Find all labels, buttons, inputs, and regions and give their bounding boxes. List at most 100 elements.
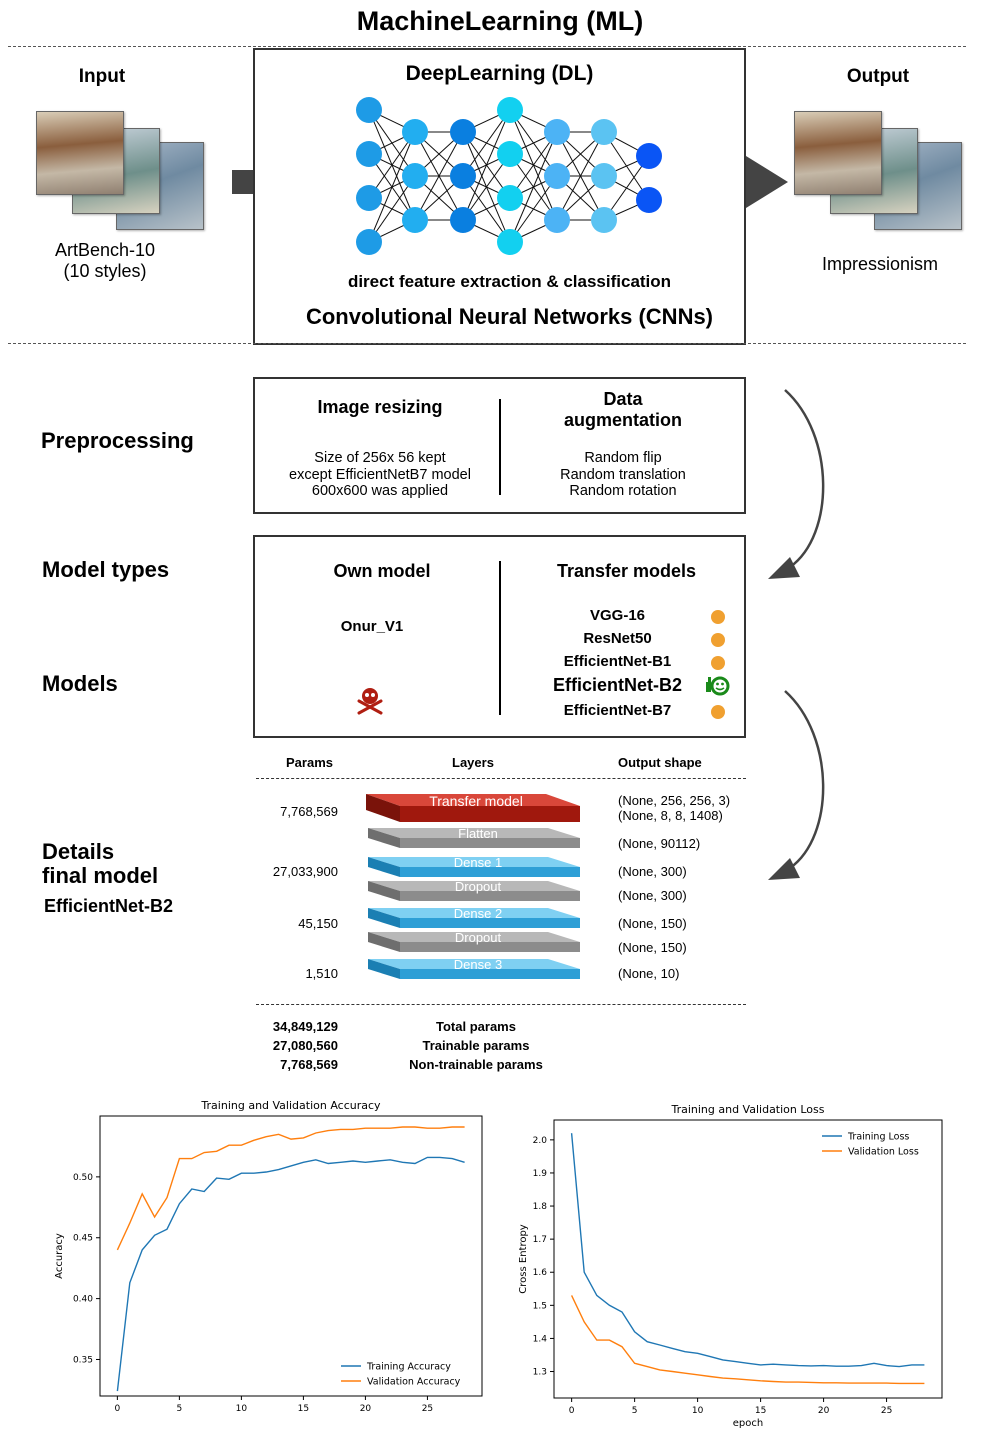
augmentation-text: Random flip Random translation Random ro… (505, 450, 741, 500)
x-axis-label: epoch (733, 1418, 763, 1429)
details-model-name: EfficientNet-B2 (44, 896, 174, 916)
nn-connection (603, 155, 650, 221)
y-axis-label: Accuracy (54, 1233, 65, 1279)
table-divider (256, 1004, 746, 1005)
layer-slab-dense1 (368, 857, 580, 877)
layer-slab-flatten (368, 828, 580, 848)
own-model-title: Own model (333, 561, 431, 581)
layer-output: (None, 150) (618, 916, 687, 931)
layer-name: Flatten (458, 826, 498, 841)
nn-node (591, 207, 617, 233)
transfer-model-resnet50: ResNet50 (583, 630, 652, 647)
nn-connection (462, 109, 511, 177)
chart-title: Training and Validation Loss (670, 1103, 824, 1116)
nn-node (450, 119, 476, 145)
nn-connection (462, 153, 511, 221)
nn-node (497, 141, 523, 167)
nn-node (356, 229, 382, 255)
title-line: Data (603, 389, 643, 409)
nn-connection (368, 131, 416, 243)
arrow-right-icon (724, 156, 788, 208)
layer-slab-dropout (368, 932, 580, 952)
nn-node (402, 119, 428, 145)
preprocessing-box: Image resizing Size of 256x 56 kept exce… (253, 377, 746, 514)
nn-node (356, 185, 382, 211)
transfer-model-efficientnet-b7: EfficientNet-B7 (563, 702, 672, 719)
nn-connection (462, 109, 511, 221)
layer-output: (None, 300) (618, 864, 687, 879)
nn-node (497, 97, 523, 123)
x-tick-label: 20 (818, 1406, 830, 1416)
details-heading: Details final model (42, 840, 158, 888)
transfer-model-vgg16: VGG-16 (589, 607, 646, 624)
col-params-header: Params (286, 755, 333, 770)
nn-node (544, 207, 570, 233)
painting-image (36, 111, 124, 195)
legend-label: Validation Accuracy (367, 1377, 461, 1388)
neutral-face-icon (711, 656, 725, 670)
y-tick-label: 1.7 (533, 1235, 547, 1245)
title-line: augmentation (563, 410, 682, 430)
column-divider (499, 399, 501, 495)
text-line: Random translation (560, 466, 686, 483)
legend-label: Validation Loss (848, 1147, 919, 1158)
output-line: (None, 8, 8, 1408) (618, 808, 723, 823)
nn-connection (368, 175, 416, 243)
nn-connection (509, 175, 558, 243)
y-tick-label: 1.8 (533, 1202, 548, 1212)
x-tick-label: 15 (298, 1404, 309, 1414)
divider-middle (8, 343, 966, 344)
dl-title: DeepLearning (DL) (405, 62, 594, 85)
trainable-params-label: Trainable params (422, 1038, 530, 1053)
nn-node (402, 163, 428, 189)
curved-arrow-icon (768, 389, 825, 579)
input-caption-line: (10 styles) (63, 261, 147, 281)
x-tick-label: 0 (114, 1404, 120, 1414)
image-resizing-text: Size of 256x 56 kept except EfficientNet… (255, 450, 505, 500)
layer-slab-transfer (366, 794, 580, 822)
nn-node (636, 143, 662, 169)
input-caption: ArtBench-10 (10 styles) (40, 240, 170, 282)
own-model-name: Onur_V1 (340, 618, 404, 635)
y-tick-label: 1.3 (533, 1368, 547, 1378)
nn-node (402, 207, 428, 233)
series-line (116, 1126, 465, 1251)
heading-line: Details (42, 839, 115, 864)
layer-output: (None, 10) (618, 966, 680, 981)
y-axis-label: Cross Entropy (518, 1224, 529, 1294)
transfer-model-efficientnet-b1: EfficientNet-B1 (563, 653, 672, 670)
layer-params: 1,510 (305, 966, 338, 981)
layer-output: (None, 90112) (618, 836, 701, 851)
total-params-label: Total params (436, 1019, 516, 1034)
y-tick-label: 1.9 (533, 1169, 548, 1179)
input-caption-line: ArtBench-10 (54, 240, 156, 260)
legend-label: Training Accuracy (366, 1362, 451, 1373)
nn-connection (509, 131, 558, 199)
layer-output: (None, 150) (618, 940, 687, 955)
thumbs-up-smiley-icon (706, 676, 730, 696)
nn-node (356, 97, 382, 123)
chart-title: Training and Validation Accuracy (200, 1099, 381, 1112)
transfer-model-efficientnet-b2: EfficientNet-B2 (552, 675, 682, 695)
nn-node (497, 229, 523, 255)
neutral-face-icon (711, 610, 725, 624)
transfer-models-title: Transfer models (556, 561, 697, 581)
x-tick-label: 15 (755, 1406, 766, 1416)
text-line: Random rotation (569, 483, 677, 499)
neutral-face-icon (711, 633, 725, 647)
col-output-header: Output shape (618, 755, 702, 770)
augmentation-title: Data augmentation (505, 389, 741, 431)
y-tick-label: 0.35 (73, 1355, 93, 1365)
y-tick-label: 1.4 (533, 1334, 548, 1344)
image-resizing-title: Image resizing (317, 397, 443, 417)
non-trainable-params-value: 7,768,569 (280, 1057, 338, 1072)
nn-node (356, 141, 382, 167)
plot-frame (553, 1119, 943, 1399)
curved-arrow-icon (768, 690, 825, 880)
dl-subtitle: Convolutional Neural Networks (CNNs) (305, 304, 714, 329)
models-heading: Models (42, 671, 118, 696)
y-tick-label: 0.45 (73, 1234, 93, 1244)
text-line: Size of 256x 56 kept (314, 450, 446, 466)
